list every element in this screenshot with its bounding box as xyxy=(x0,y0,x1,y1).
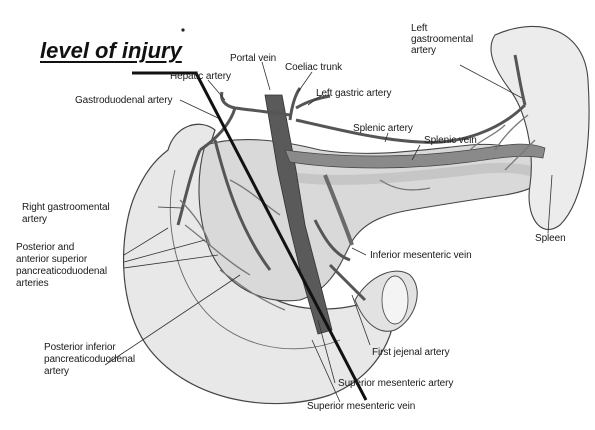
label-posterior-anterior-4: arteries xyxy=(16,278,49,289)
label-right-gastroomental-2: artery xyxy=(22,214,47,225)
level-of-injury-label: level of injury xyxy=(40,38,182,64)
label-left-gastroomental-3: artery xyxy=(411,45,436,56)
label-superior-mesenteric-artery: Superior mesenteric artery xyxy=(338,378,453,389)
label-first-jejenal-artery: First jejenal artery xyxy=(372,347,449,358)
label-left-gastroomental-2: gastroomental xyxy=(411,34,473,45)
label-coeliac-trunk: Coeliac trunk xyxy=(285,62,342,73)
label-gastroduodenal-artery: Gastroduodenal artery xyxy=(75,95,172,106)
label-splenic-artery: Splenic artery xyxy=(353,123,413,134)
label-left-gastroomental-1: Left xyxy=(411,23,427,34)
label-right-gastroomental-1: Right gastroomental xyxy=(22,202,110,213)
label-splenic-vein: Splenic vein xyxy=(424,135,477,146)
label-left-gastric-artery: Left gastric artery xyxy=(316,88,391,99)
label-spleen: Spleen xyxy=(535,233,566,244)
injury-dot xyxy=(181,28,184,31)
label-portal-vein: Portal vein xyxy=(230,53,276,64)
spleen xyxy=(491,26,589,229)
label-inferior-mesenteric-vein: Inferior mesenteric vein xyxy=(370,250,472,261)
label-posterior-inferior-2: pancreaticoduodenal xyxy=(44,354,135,365)
label-posterior-inferior-1: Posterior inferior xyxy=(44,342,116,353)
label-superior-mesenteric-vein: Superior mesenteric vein xyxy=(307,401,415,412)
label-posterior-anterior-3: pancreaticoduodenal xyxy=(16,266,107,277)
label-posterior-inferior-3: artery xyxy=(44,366,69,377)
jejunum-lumen xyxy=(382,276,408,324)
label-posterior-anterior-2: anterior superior xyxy=(16,254,87,265)
label-posterior-anterior-1: Posterior and xyxy=(16,242,74,253)
label-hepatic-artery: Hepatic artery xyxy=(170,71,231,82)
